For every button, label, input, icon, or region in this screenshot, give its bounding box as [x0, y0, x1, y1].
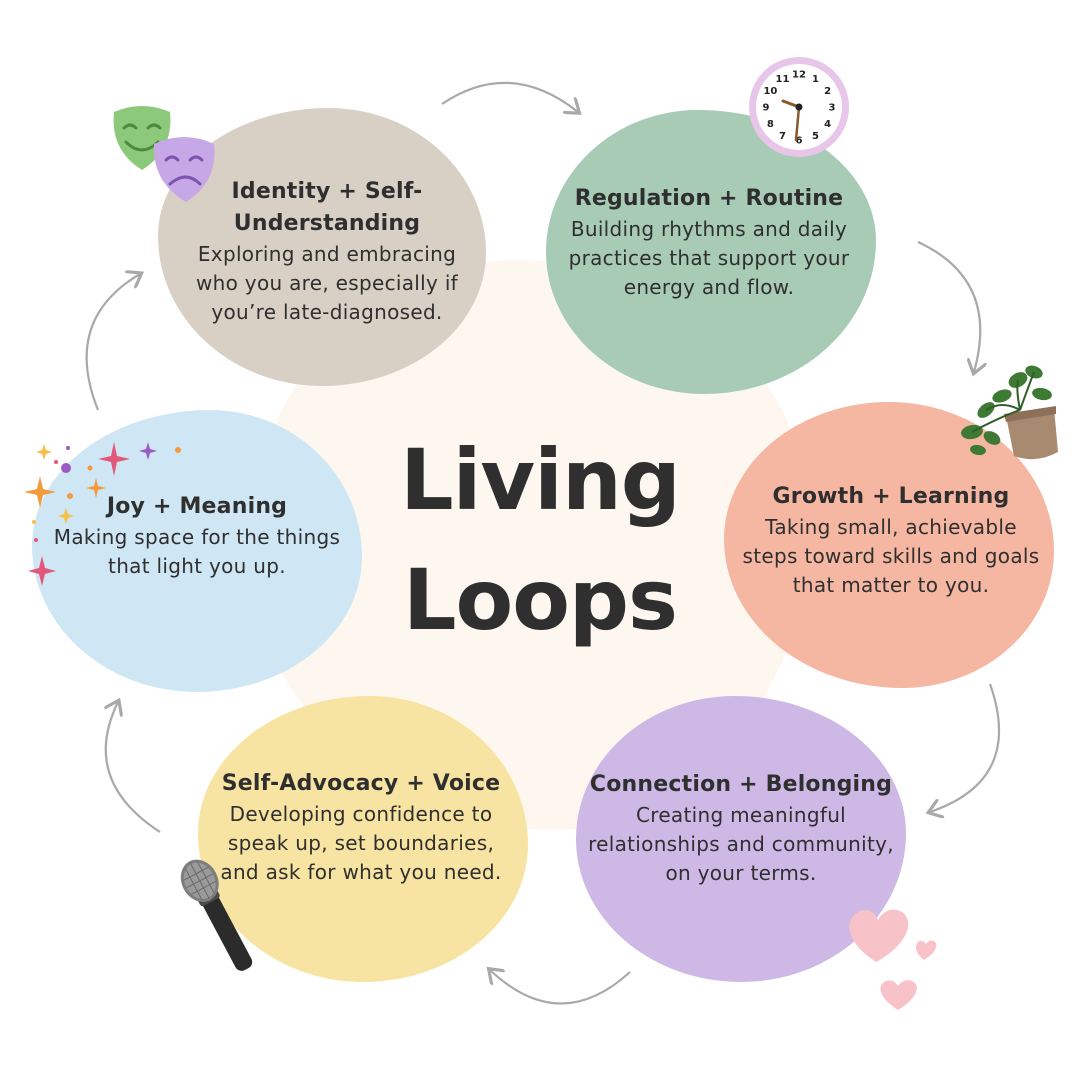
clock-numeral: 9 [763, 103, 770, 114]
loop-identity: Identity + Self-Understanding Exploring … [158, 108, 486, 386]
arrow-identity-to-regulation [441, 81, 578, 112]
loop-regulation: Regulation + Routine Building rhythms an… [546, 110, 876, 394]
loop-heading: Identity + Self-Understanding [231, 178, 423, 236]
microphone-icon [180, 859, 253, 971]
arrow-regulation-to-growth [917, 241, 980, 372]
clock-numeral: 8 [767, 119, 774, 130]
arrow-growth-to-connection [930, 683, 1001, 812]
hearts-icon [849, 909, 937, 1010]
loop-description: Creating meaningful relationships and co… [588, 802, 894, 885]
potted-plant-icon [961, 365, 1058, 460]
loop-advocacy: Self-Advocacy + Voice Developing confide… [198, 696, 528, 982]
loop-heading: Joy + Meaning [106, 494, 288, 519]
loop-description: Taking small, achievable steps toward sk… [742, 514, 1040, 597]
clock-numeral: 7 [779, 131, 786, 142]
loop-growth: Growth + Learning Taking small, achievab… [724, 402, 1054, 688]
clock-numeral: 6 [796, 136, 803, 147]
loop-description: Developing confidence to speak up, set b… [220, 801, 502, 884]
loop-description: Making space for the things that light y… [53, 525, 341, 578]
arrow-advocacy-to-joy [106, 702, 161, 833]
title-line-1: Living [400, 431, 681, 529]
title-line-2: Loops [402, 551, 678, 649]
clock-numeral: 4 [824, 119, 831, 130]
clock-numeral: 11 [776, 74, 790, 85]
clock-numeral: 10 [763, 86, 777, 97]
clock-numeral: 12 [792, 70, 806, 81]
loop-heading: Connection + Belonging [589, 771, 893, 797]
arrow-connection-to-advocacy [490, 970, 631, 1005]
clock-numeral: 2 [824, 86, 831, 97]
loop-heading: Regulation + Routine [574, 185, 844, 211]
diagram-title: Living Loops [330, 420, 750, 660]
loop-heading: Growth + Learning [772, 483, 1010, 509]
loop-joy: Joy + Meaning Making space for the thing… [32, 410, 362, 692]
clock-numeral: 5 [812, 131, 819, 142]
clock-numeral: 3 [829, 103, 836, 114]
loop-description: Building rhythms and daily practices tha… [568, 216, 850, 299]
loop-heading: Self-Advocacy + Voice [221, 770, 501, 796]
loop-description: Exploring and embracing who you are, esp… [195, 241, 459, 324]
sparkles-icon [24, 442, 181, 586]
arrow-joy-to-identity [85, 274, 140, 411]
theatre-masks-icon [113, 106, 215, 202]
clock-numeral: 1 [812, 74, 819, 85]
